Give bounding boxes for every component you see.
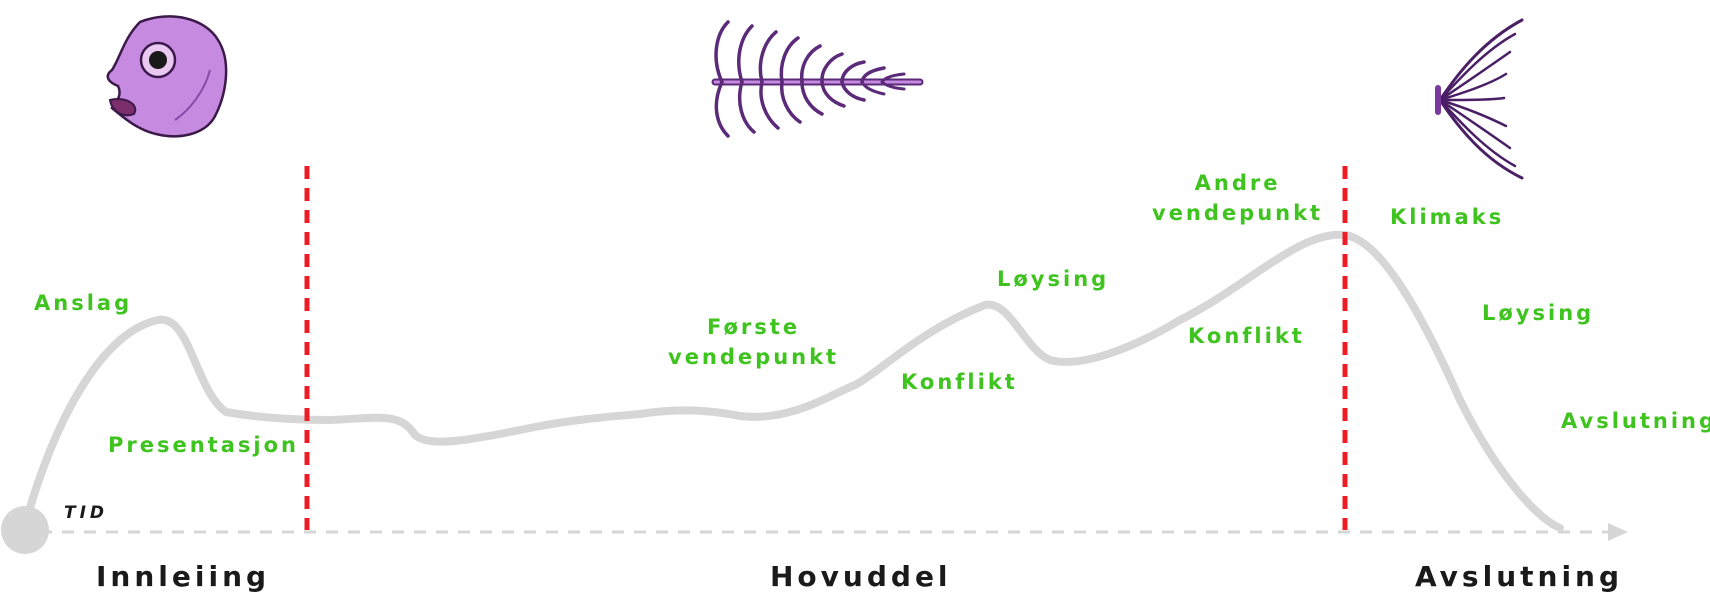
section-avslutning: Avslutning: [1415, 560, 1623, 593]
label-konflikt-2: Konflikt: [1188, 321, 1305, 351]
fish-head-icon: [108, 16, 226, 136]
time-axis-arrowhead: [1608, 523, 1628, 541]
label-konflikt-1: Konflikt: [901, 367, 1018, 397]
fish-skeleton-icon: [715, 22, 920, 136]
story-curve: [25, 235, 1560, 528]
label-loysing-2: Løysing: [1482, 298, 1594, 328]
label-klimaks: Klimaks: [1390, 202, 1504, 232]
label-andre-vendepunkt: Andre vendepunkt: [1152, 168, 1323, 228]
section-innleiing: Innleiing: [96, 560, 270, 593]
label-loysing-1: Løysing: [997, 264, 1109, 294]
label-anslag: Anslag: [34, 288, 132, 318]
label-forste-vendepunkt: Første vendepunkt: [668, 312, 839, 372]
label-avslutning: Avslutning: [1561, 406, 1710, 436]
time-axis-label: TID: [64, 503, 108, 523]
label-presentasjon: Presentasjon: [108, 430, 299, 460]
section-hovuddel: Hovuddel: [770, 560, 952, 593]
fish-tail-icon: [1438, 20, 1522, 178]
